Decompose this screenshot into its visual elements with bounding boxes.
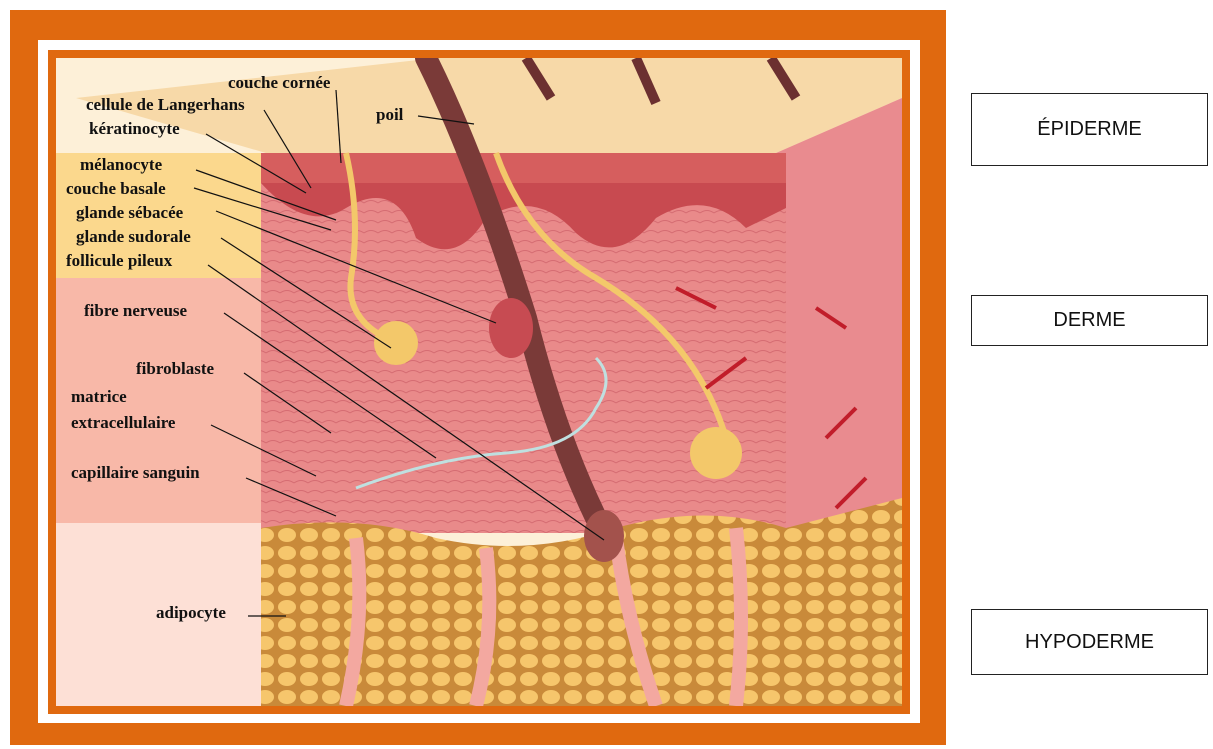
epidermis-layer [261,153,786,183]
label-poil: poil [376,105,404,124]
layer-box-epiderme: ÉPIDERME [971,93,1208,166]
label-couche-basale: couche basale [66,179,166,198]
label-keratinocyte: kératinocyte [89,119,180,138]
hair-bulb [584,510,624,562]
label-fibre-nerveuse: fibre nerveuse [84,301,188,320]
label-matrice: matrice [71,387,127,406]
layer-label-hypoderme: HYPODERME [1025,631,1154,654]
label-fibroblaste: fibroblaste [136,359,215,378]
label-extracellulaire: extracellulaire [71,413,176,432]
sweat-gland-2 [690,427,742,479]
label-melanocyte: mélanocyte [80,155,163,174]
label-glande-sebacee: glande sébacée [76,203,184,222]
sweat-gland-1 [374,321,418,365]
sebaceous-gland [489,298,533,358]
label-couche-cornee: couche cornée [228,73,331,92]
label-langerhans: cellule de Langerhans [86,95,245,114]
layer-label-epiderme: ÉPIDERME [1037,118,1141,141]
label-glande-sudorale: glande sudorale [76,227,191,246]
layer-box-hypoderme: HYPODERME [971,609,1208,675]
layer-box-derme: DERME [971,295,1208,346]
label-capillaire: capillaire sanguin [71,463,200,482]
layer-label-derme: DERME [1053,309,1125,332]
label-adipocyte: adipocyte [156,603,226,622]
label-follicule: follicule pileux [66,251,173,270]
skin-section-illustration: couche cornée poil cellule de Langerhans… [56,58,902,706]
